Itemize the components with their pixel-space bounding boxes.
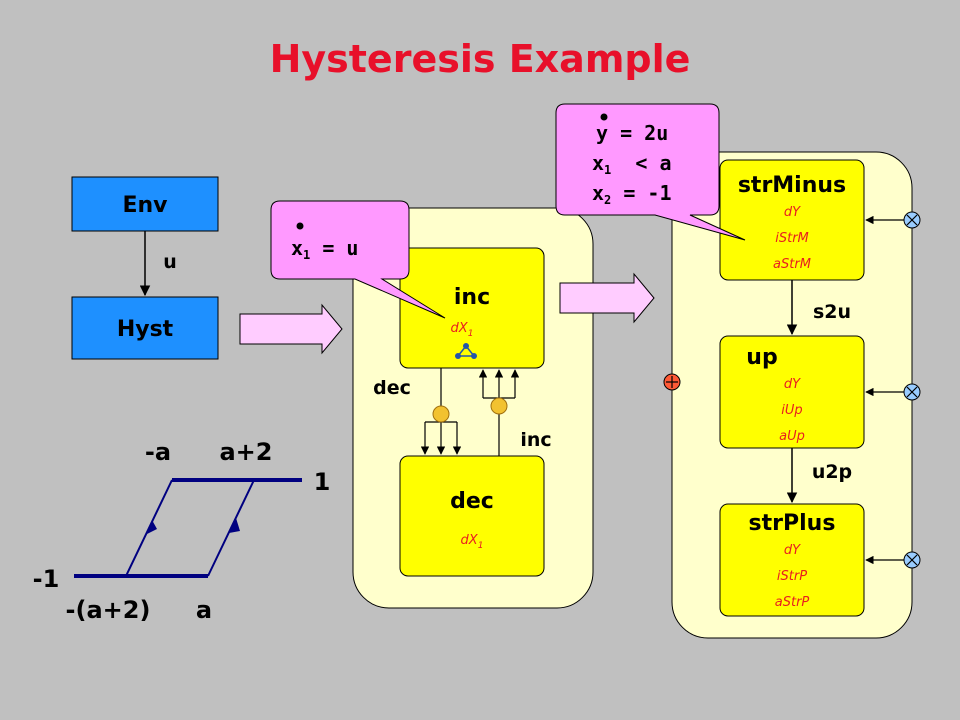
callout-right-equations: y = 2u x1 < a x2 = -1 (555, 103, 746, 241)
hyst-block[interactable] (71, 296, 219, 360)
strminus-line-0: dY (784, 205, 801, 220)
network-icon (455, 343, 477, 359)
dec-method: dX1 (461, 533, 484, 551)
env-label: Env (122, 193, 168, 218)
plot-label-a: a (196, 596, 212, 624)
plot-label-a-plus-2: a+2 (219, 438, 272, 466)
inc-state[interactable] (399, 247, 545, 369)
hyst-label: Hyst (117, 317, 174, 342)
strminus-line-2: aStrM (773, 257, 811, 272)
inc-label: inc (454, 285, 490, 310)
edge-label-s2u: s2u (813, 301, 851, 323)
port-strplus[interactable] (865, 551, 921, 569)
env-block[interactable] (71, 176, 219, 232)
callout-inc-equation: x1 = u (270, 200, 446, 319)
strplus-line-2: aStrP (775, 595, 810, 610)
edge-label-u2p: u2p (812, 461, 852, 483)
callout-line-3: x2 = -1 (592, 181, 672, 207)
dec-label: dec (450, 489, 494, 514)
plot-label-neg-a: -a (145, 438, 171, 466)
up-line-1: iUp (781, 403, 802, 418)
plot-label-neg-a-plus-2: -(a+2) (66, 596, 151, 624)
up-label: up (746, 345, 777, 370)
port-output[interactable] (663, 373, 681, 391)
strplus-label: strPlus (749, 511, 836, 536)
inc-method: dX1 (451, 321, 474, 339)
edge-label-u: u (163, 251, 177, 273)
expand-arrow-left (239, 303, 343, 355)
strminus-label: strMinus (738, 173, 846, 198)
port-strminus[interactable] (865, 211, 921, 229)
expand-arrow-right (559, 272, 655, 324)
strplus-state[interactable] (719, 503, 865, 617)
strminus-line-1: iStrM (775, 231, 809, 246)
transition-inc (478, 369, 520, 456)
strplus-line-1: iStrP (777, 569, 807, 584)
up-line-2: aUp (779, 429, 805, 444)
svg-text:x1 = u: x1 = u (291, 236, 358, 262)
plot-label-neg-one: -1 (33, 565, 60, 593)
port-up[interactable] (865, 383, 921, 401)
dec-state[interactable] (399, 455, 545, 577)
up-line-0: dY (784, 377, 801, 392)
edge-label-dec: dec (373, 377, 411, 399)
plot-label-one: 1 (314, 468, 331, 496)
page-title: Hysteresis Example (270, 37, 691, 81)
strplus-line-0: dY (784, 543, 801, 558)
callout-line-2: x1 < a (592, 151, 672, 177)
hysteresis-plot (74, 478, 302, 578)
callout-line-1: y = 2u (596, 121, 668, 145)
edge-label-inc: inc (520, 429, 551, 451)
transition-dec (420, 368, 462, 455)
